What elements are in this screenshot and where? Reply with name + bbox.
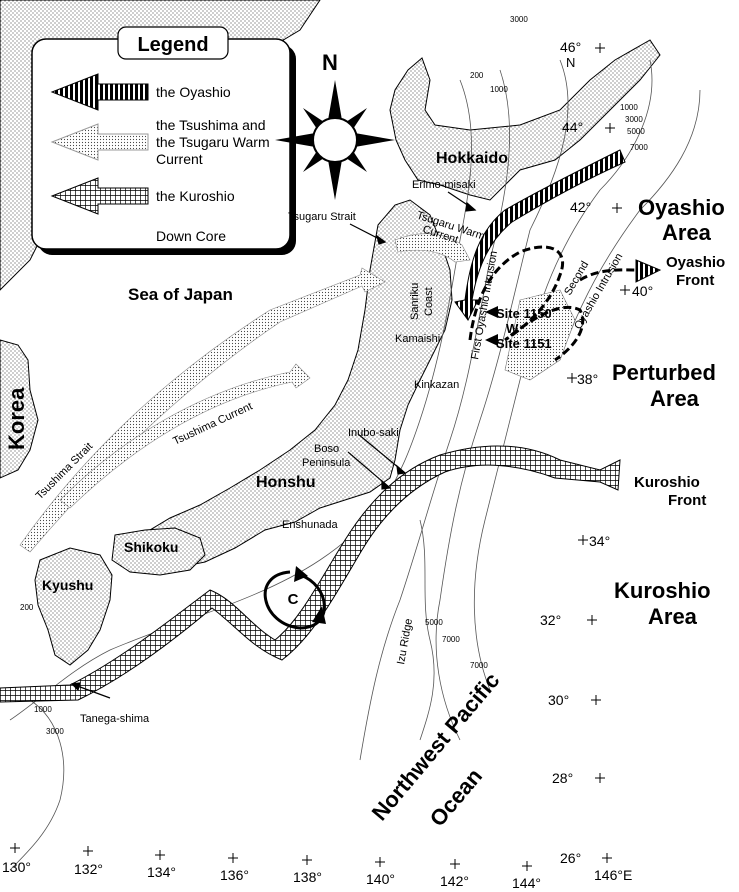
label-boso-2: Peninsula (302, 457, 351, 469)
legend-title-box (117, 26, 229, 60)
lon-144: 144° (512, 875, 541, 891)
lon-136: 136° (220, 867, 249, 883)
legend-kuroshio: the Kuroshio (156, 188, 235, 204)
label-nw-pacific-2: Ocean (425, 764, 487, 832)
pointer-arrows (70, 191, 477, 699)
label-oyashio-area-1: Oyashio (638, 195, 725, 220)
second-oyashio-intrusion (468, 245, 641, 362)
legend: Legend the Oyashio the Tsushima and the … (31, 26, 296, 255)
depth-label: 1000 (620, 103, 638, 112)
lon-140: 140° (366, 871, 395, 887)
depth-label: 5000 (425, 618, 443, 627)
legend-tsushima-3: Current (156, 151, 203, 167)
depth-label: 5000 (627, 127, 645, 136)
depth-label: 3000 (510, 15, 528, 24)
lat-40: 40° (632, 283, 653, 299)
oyashio-current (454, 149, 626, 321)
lat-n: N (566, 55, 575, 70)
legend-oyashio: the Oyashio (156, 84, 231, 100)
label-perturbed-2: Area (650, 386, 700, 411)
depth-label: 7000 (470, 661, 488, 670)
label-tsugaru-strait: Tsugaru Strait (288, 211, 356, 223)
region-labels: Sea of Japan Korea Hokkaido Honshu Shiko… (4, 150, 725, 831)
lon-142: 142° (440, 873, 469, 889)
depth-label: 1000 (34, 705, 52, 714)
depth-label: 7000 (630, 143, 648, 152)
label-shikoku: Shikoku (124, 539, 178, 555)
grid-crosses (10, 43, 630, 871)
label-erimo: Erimo-misaki (412, 179, 476, 191)
label-site-1151: Site 1151 (496, 336, 552, 351)
label-kamaishi: Kamaishi (395, 333, 440, 345)
lon-134: 134° (147, 864, 176, 880)
depth-label: 3000 (46, 727, 64, 736)
lat-42: 42° (570, 199, 591, 215)
label-kuroshio-front-2: Front (668, 492, 706, 509)
depth-labels: 3000 200 1000 1000 3000 5000 7000 5000 7… (20, 15, 648, 736)
label-honshu: Honshu (256, 474, 316, 491)
label-kinkazan: Kinkazan (414, 379, 459, 391)
label-second-oyashio-1: Second (562, 259, 591, 297)
legend-down-core: Down Core (156, 228, 226, 244)
lat-44: 44° (562, 119, 583, 135)
lon-138: 138° (293, 869, 322, 885)
coordinate-labels: 46° N 44° 42° 40° 38° 34° 32° 30° 28° 26… (2, 39, 653, 891)
site-1150-marker (485, 306, 498, 318)
lat-38: 38° (577, 371, 598, 387)
label-kuroshio-area-2: Area (648, 604, 698, 629)
compass-north: N (322, 50, 338, 75)
tsushima-current (19, 267, 386, 553)
legend-title: Legend (137, 34, 208, 56)
label-oyashio-area-2: Area (662, 220, 712, 245)
label-sanriku-1: Sanriku (409, 283, 421, 320)
label-korea: Korea (4, 387, 29, 450)
label-izu-ridge: Izu Ridge (395, 618, 415, 666)
label-kuroshio-front-1: Kuroshio (634, 474, 700, 491)
label-enshunada: Enshunada (282, 519, 339, 531)
lat-26: 26° (560, 850, 581, 866)
label-hokkaido: Hokkaido (436, 150, 508, 167)
lon-146e: 146°E (594, 867, 632, 883)
lat-46: 46° (560, 39, 581, 55)
label-kyushu: Kyushu (42, 577, 93, 593)
lon-130: 130° (2, 859, 31, 875)
lat-34: 34° (589, 533, 610, 549)
label-sea-of-japan: Sea of Japan (128, 285, 233, 304)
depth-label: 200 (20, 603, 34, 612)
lon-132: 132° (74, 861, 103, 877)
label-sanriku-2: Coast (423, 287, 435, 316)
depth-label: 200 (470, 71, 484, 80)
shikoku-land (111, 527, 206, 576)
depth-label: 1000 (490, 85, 508, 94)
label-perturbed-1: Perturbed (612, 360, 716, 385)
label-boso-1: Boso (314, 443, 339, 455)
honshu-land (139, 199, 453, 569)
label-oyashio-front-2: Front (676, 272, 714, 289)
depth-label: 7000 (442, 635, 460, 644)
hokkaido-land (389, 39, 661, 201)
label-eddy-c: C (288, 591, 299, 608)
lat-30: 30° (548, 692, 569, 708)
eddy-c (263, 566, 326, 630)
label-kuroshio-area-1: Kuroshio (614, 578, 711, 603)
lat-32: 32° (540, 612, 561, 628)
kyushu-land (34, 547, 113, 666)
label-inubo: Inubo-saki (348, 427, 399, 439)
korea-peninsula (0, 339, 39, 479)
label-w: W (506, 321, 519, 336)
label-tanega: Tanega-shima (80, 713, 150, 725)
tsugaru-warm-current (394, 233, 471, 263)
lat-28: 28° (552, 770, 573, 786)
kuroshio-current (0, 445, 621, 703)
compass-rose: N (275, 50, 395, 200)
depth-label: 3000 (625, 115, 643, 124)
label-oyashio-front-1: Oyashio (666, 254, 725, 271)
label-site-1150: Site 1150 (496, 306, 552, 321)
oyashio-front-arrowhead (635, 259, 662, 283)
legend-tsushima-1: the Tsushima and (156, 117, 265, 133)
legend-tsushima-2: the Tsugaru Warm (156, 134, 270, 150)
site-1151-marker (485, 334, 498, 346)
